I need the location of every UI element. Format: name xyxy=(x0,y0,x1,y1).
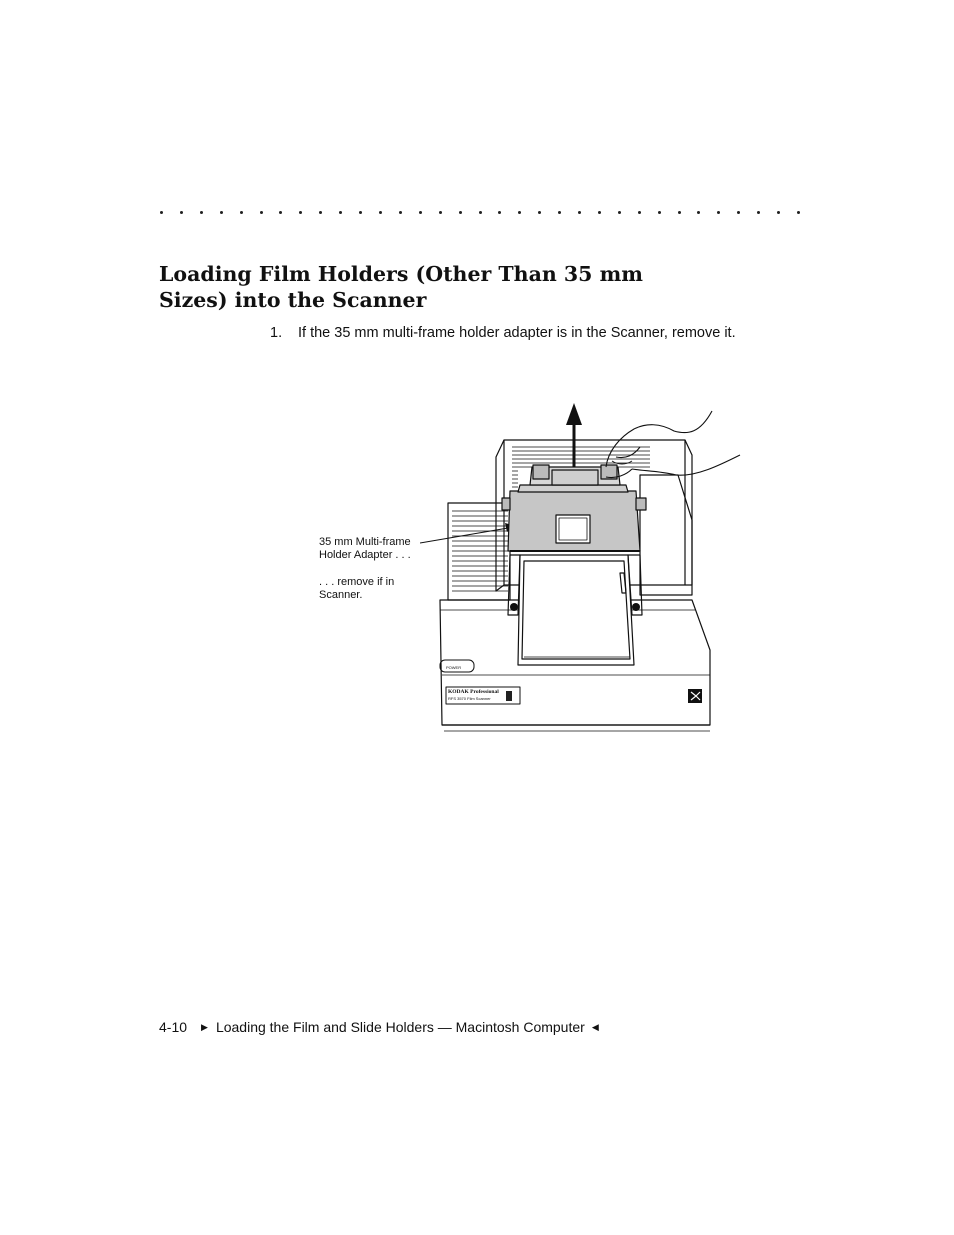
model-label: RFS 3570 Film Scanner xyxy=(448,696,491,701)
lift-arrow-head xyxy=(566,403,582,425)
power-label: POWER xyxy=(446,665,461,670)
callout-line-3: . . . remove if in xyxy=(319,576,395,588)
callout-line-2: Holder Adapter . . . xyxy=(319,549,411,561)
power-button xyxy=(439,659,475,673)
brand-label: KODAK Professional xyxy=(448,689,499,695)
kodak-logo-icon xyxy=(688,689,702,703)
page-footer: 4-10 ▶ Loading the Film and Slide Holder… xyxy=(159,1017,719,1037)
scanner-illustration: POWER KODAK Professional RFS 3570 Film S… xyxy=(420,403,741,732)
side-vent-panel xyxy=(447,502,511,601)
multi-frame-holder-adapter xyxy=(501,464,647,552)
footer-marker-left-icon: ◀ xyxy=(591,1022,599,1032)
brand-plate xyxy=(445,686,521,705)
section-heading: Loading Film Holders (Other Than 35 mm S… xyxy=(159,261,719,313)
film-holder-panel xyxy=(517,554,635,666)
heading-line-1: Loading Film Holders (Other Than 35 mm xyxy=(159,262,643,286)
dotted-rule xyxy=(160,205,800,219)
callout-leader-line xyxy=(420,527,509,544)
adapter-callout: 35 mm Multi-frame Holder Adapter . . . xyxy=(319,536,411,562)
heading-line-2: Sizes) into the Scanner xyxy=(159,288,427,312)
callout-line-1: 35 mm Multi-frame xyxy=(319,536,411,548)
footer-marker-right-icon: ▶ xyxy=(201,1022,208,1032)
rear-vent-housing xyxy=(495,439,693,592)
chapter-title: Loading the Film and Slide Holders — Mac… xyxy=(215,1019,585,1035)
step-text: If the 35 mm multi-frame holder adapter … xyxy=(298,325,736,341)
holder-rails xyxy=(507,554,643,616)
hand-illustration xyxy=(605,410,741,479)
step-number: 1. xyxy=(270,325,283,341)
callout-line-4: Scanner. xyxy=(319,589,363,601)
remove-callout: . . . remove if in Scanner. xyxy=(319,576,394,602)
step-1: 1. If the 35 mm multi-frame holder adapte… xyxy=(270,323,830,343)
page-number: 4-10 xyxy=(159,1019,188,1035)
brand-graphic-icon xyxy=(506,691,512,701)
right-housing xyxy=(639,474,693,596)
